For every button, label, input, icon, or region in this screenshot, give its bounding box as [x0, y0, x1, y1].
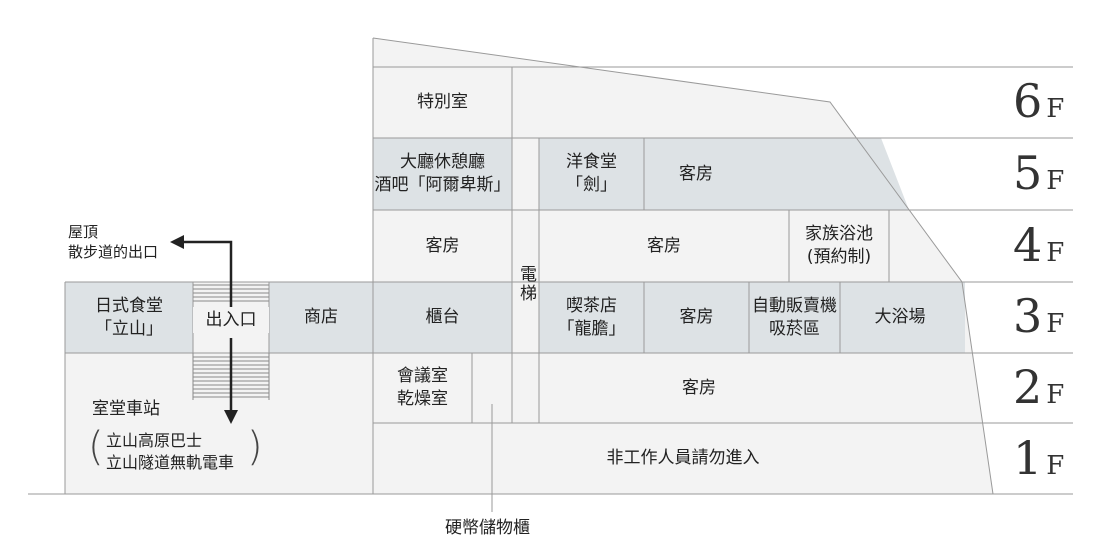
cafe-subname: 「龍膽」 [557, 318, 626, 339]
entrance-label: 出入口 [193, 307, 269, 333]
japanese-restaurant-label: 日式食堂 「立山」 [65, 282, 193, 353]
3f-rooms [539, 282, 965, 353]
arrow-up-to-rooftop [180, 240, 233, 310]
bar-name: 酒吧「阿爾卑斯」 [374, 175, 511, 195]
guest-room-5f-label: 客房 [679, 163, 713, 184]
guest-room-3f-label: 客房 [679, 307, 714, 327]
drying-room-name: 乾燥室 [397, 389, 448, 409]
restaurant-5f-room [539, 138, 644, 210]
coin-locker-label: 硬幣儲物櫃 [445, 518, 530, 538]
paren-left: ( [88, 424, 104, 470]
arrow-head-down [224, 410, 238, 424]
lounge-name: 大廳休憩廳 [400, 152, 485, 172]
family-bath-note: (預約制) [806, 247, 872, 267]
cafe-name: 喫茶店 [566, 295, 617, 316]
rooftop-label-line2: 散步道的出口 [68, 243, 159, 261]
shop-label: 商店 [304, 307, 338, 327]
station-bus-line: 立山高原巴士 [106, 431, 203, 450]
cafe-label: 喫茶店 「龍膽」 [539, 282, 644, 353]
front-desk-room [373, 282, 512, 353]
front-desk-label: 櫃台 [425, 307, 460, 327]
big-bath-label: 大浴場 [874, 307, 926, 327]
guest-room-4f-left-label: 客房 [425, 235, 460, 256]
vending-smoking-label: 自動販賣機 吸菸區 [749, 282, 840, 353]
station-trolley-line: 立山隧道無軌電車 [106, 453, 235, 472]
western-restaurant-label: 洋食堂 「劍」 [539, 138, 644, 210]
roof-line [372, 37, 994, 495]
staff-only-label: 非工作人員請勿進入 [606, 448, 760, 468]
special-room-label: 特別室 [417, 92, 468, 112]
lounge-bar-label: 大廳休憩廳 酒吧「阿爾卑斯」 [373, 138, 512, 210]
family-bath-name: 家族浴池 [805, 224, 873, 244]
guest-room-2f-label: 客房 [682, 377, 716, 398]
meeting-drying-label: 會議室 乾燥室 [373, 353, 472, 423]
station-name: 室堂車站 [92, 399, 160, 419]
japanese-restaurant-subname: 「立山」 [95, 318, 163, 339]
vending-name: 自動販賣機 [752, 295, 837, 316]
japanese-restaurant-name: 日式食堂 [95, 295, 163, 316]
western-restaurant-name: 洋食堂 [566, 152, 617, 172]
rooftop-label-line1: 屋頂 [68, 223, 99, 241]
guest-room-4f-mid-label: 客房 [647, 235, 681, 256]
elevator-label: 電梯 [516, 265, 536, 303]
arrow-head-left [170, 235, 184, 249]
guest-5f-room [644, 138, 909, 210]
lounge-room [373, 138, 512, 210]
western-restaurant-subname: 「劍」 [566, 175, 617, 195]
family-bath-label: 家族浴池 (預約制) [789, 210, 889, 282]
smoking-name: 吸菸區 [769, 318, 820, 339]
paren-right: ) [247, 424, 263, 470]
meeting-room-name: 會議室 [397, 366, 448, 386]
